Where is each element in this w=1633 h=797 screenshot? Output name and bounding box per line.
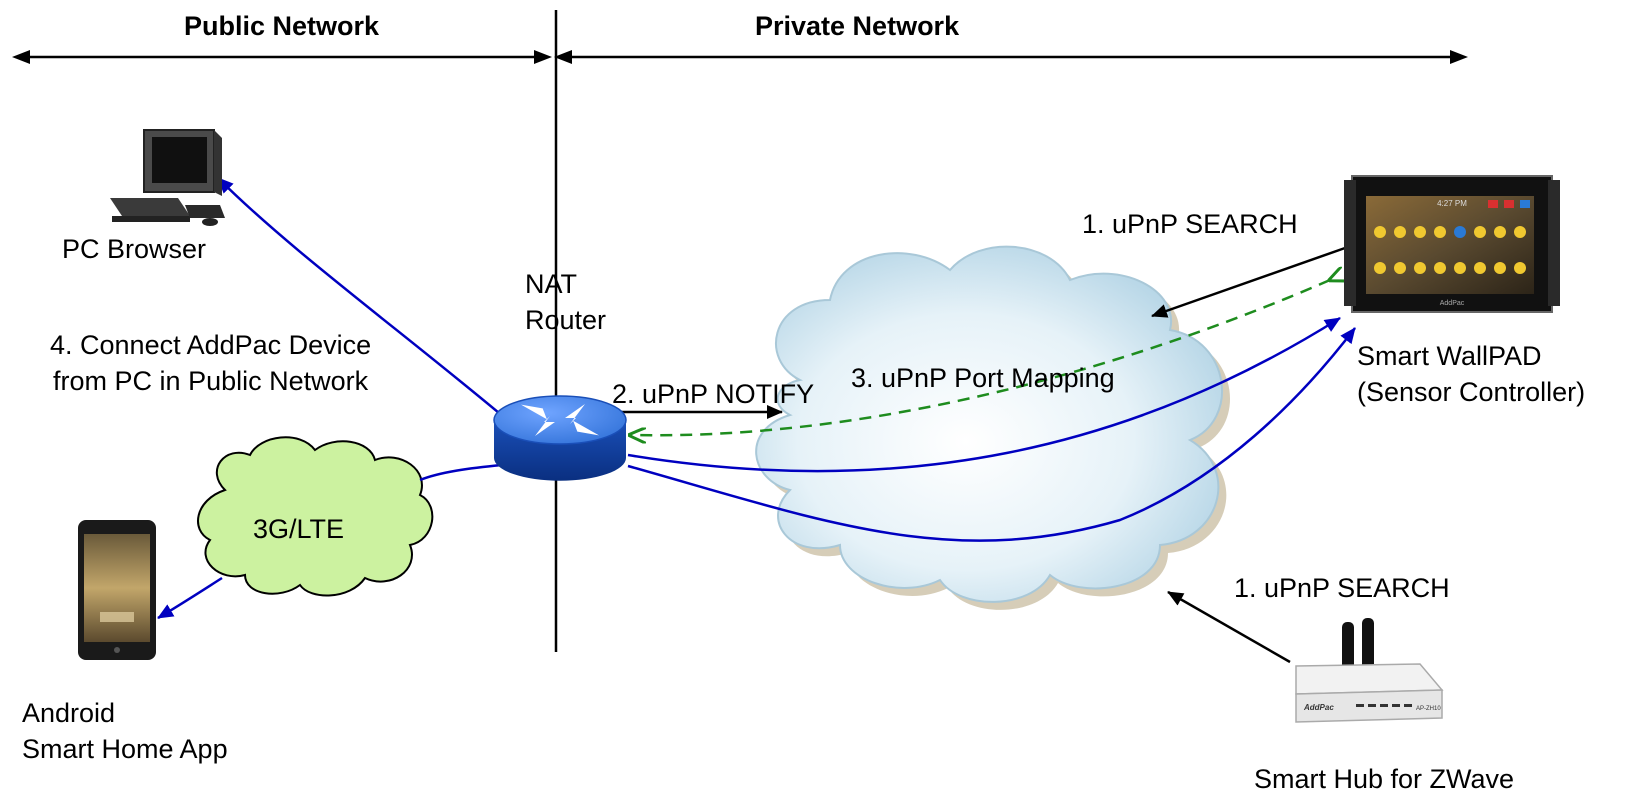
smart-hub-icon: AddPac AP-ZH10 (1295, 618, 1444, 723)
private-network-span-arrow (554, 50, 1468, 64)
nat-router-icon (493, 395, 627, 481)
public-network-label: Public Network (184, 11, 380, 41)
private-network-cloud (755, 245, 1231, 610)
cellular-cloud (197, 436, 434, 597)
search-arrow-hub (1167, 590, 1291, 664)
link-cellular-to-android (157, 576, 223, 620)
hub-model: AP-ZH10 (1416, 706, 1441, 712)
notify-step-label: 2. uPnP NOTIFY (612, 379, 815, 409)
pc-browser-label: PC Browser (62, 234, 207, 264)
private-network-label: Private Network (755, 11, 960, 41)
wallpad-brand: AddPac (1440, 300, 1465, 307)
search-arrow-wallpad (1151, 246, 1346, 318)
search-wallpad-step-label: 1. uPnP SEARCH (1082, 209, 1298, 239)
connect-step-label: 4. Connect AddPac Device from PC in Publ… (50, 330, 372, 396)
search-hub-step-label: 1. uPnP SEARCH (1234, 573, 1450, 603)
smart-hub-label: Smart Hub for ZWave (1254, 764, 1515, 794)
link-router-to-cellular (419, 463, 503, 482)
link-router-to-pc (217, 177, 506, 419)
port-mapping-dashed-arrow (630, 280, 1330, 435)
hub-brand: AddPac (1303, 703, 1334, 712)
public-network-span-arrow (12, 50, 552, 64)
wallpad-label: Smart WallPAD (Sensor Controller) (1357, 341, 1586, 407)
pc-icon (110, 129, 225, 226)
wallpad-time: 4:27 PM (1437, 199, 1467, 208)
port-mapping-step-label: 3. uPnP Port Mapping (851, 363, 1115, 393)
cellular-cloud-label: 3G/LTE (253, 514, 345, 544)
android-phone-icon (78, 520, 156, 660)
android-app-label: Android Smart Home App (22, 698, 228, 764)
nat-router-label: NAT Router (525, 269, 607, 335)
wallpad-icon: 4:27 PM AddPac (1344, 175, 1560, 313)
